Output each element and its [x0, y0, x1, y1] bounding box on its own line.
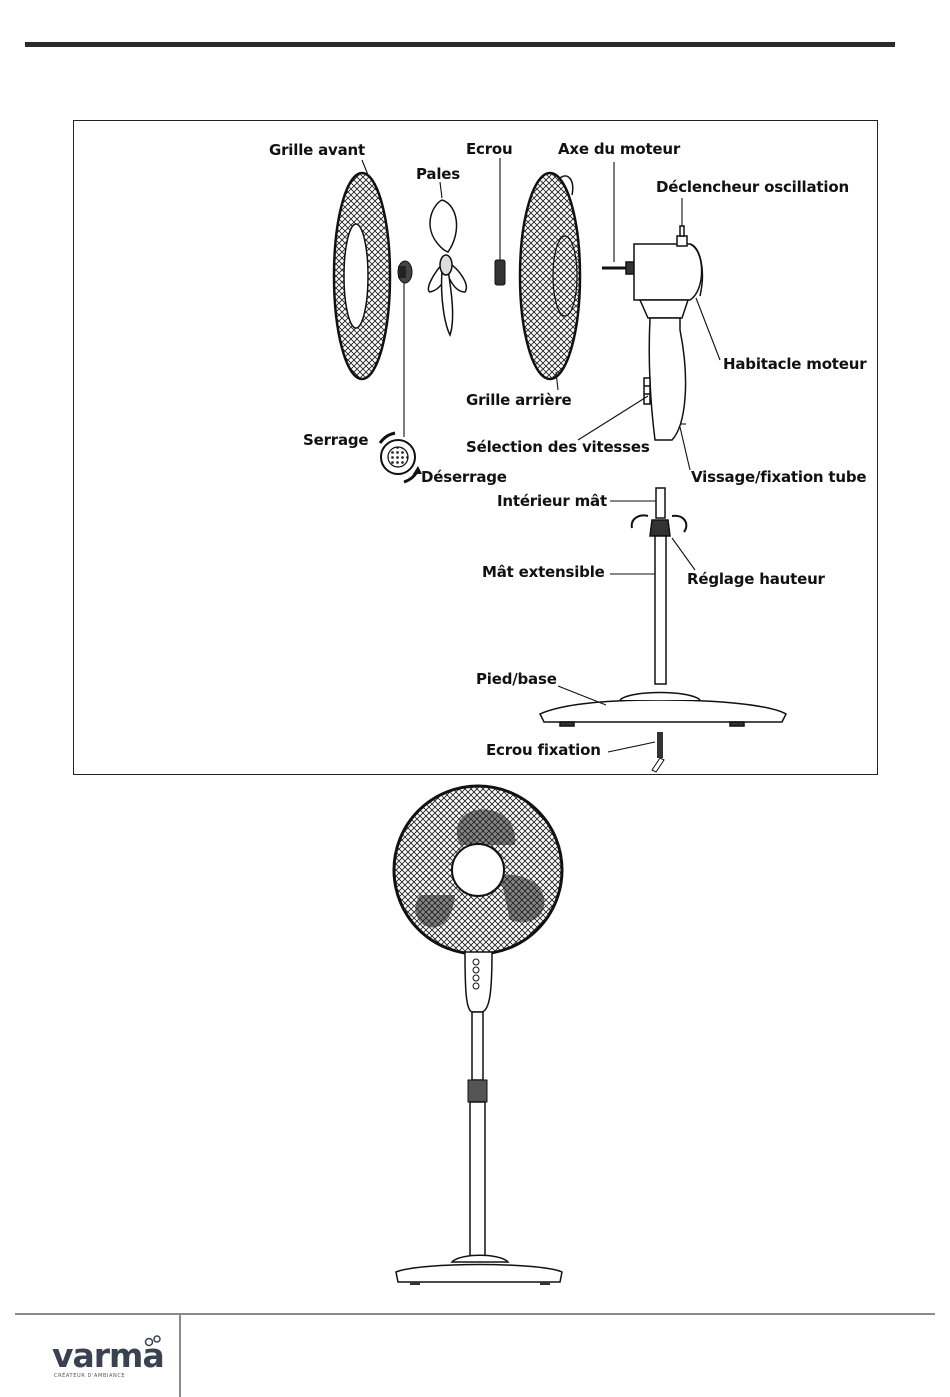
label-vissage-fixation-tube: Vissage/fixation tube: [691, 468, 866, 486]
label-habitacle-moteur: Habitacle moteur: [723, 355, 866, 373]
assembled-fan: [394, 786, 562, 1285]
label-pied-base: Pied/base: [476, 670, 557, 688]
label-mat-extensible: Mât extensible: [482, 563, 605, 581]
label-ecrou-fixation: Ecrou fixation: [486, 741, 601, 759]
extensible-pole: [632, 488, 687, 684]
nut: [495, 260, 505, 285]
label-axe-moteur: Axe du moteur: [558, 140, 680, 158]
brand-logo: varma CRÉATEUR D'AMBIANCE: [52, 1338, 164, 1382]
logo-circles-icon: [144, 1334, 164, 1348]
base: [540, 693, 786, 727]
spinner-cap: [398, 261, 412, 283]
label-pales: Pales: [416, 165, 460, 183]
label-grille-arriere: Grille arrière: [466, 391, 572, 409]
motor-assembly: [602, 226, 702, 440]
fixing-screw: [652, 732, 664, 772]
brand-tagline: CRÉATEUR D'AMBIANCE: [54, 1373, 125, 1379]
label-ecrou: Ecrou: [466, 140, 513, 158]
tightening-ring: [380, 433, 422, 482]
front-grille: [334, 173, 390, 379]
label-reglage-hauteur: Réglage hauteur: [687, 570, 825, 588]
label-deserrage: Déserrage: [421, 468, 507, 486]
label-grille-avant: Grille avant: [269, 141, 365, 159]
footer-divider: [179, 1313, 181, 1397]
label-serrage: Serrage: [303, 431, 368, 449]
rear-grille: [520, 173, 580, 379]
fan-blades: [428, 200, 466, 335]
label-selection-vitesses: Sélection des vitesses: [466, 438, 650, 456]
label-declencheur-oscillation: Déclencheur oscillation: [656, 178, 849, 196]
footer-rule: [15, 1313, 935, 1315]
label-interieur-mat: Intérieur mât: [497, 492, 607, 510]
